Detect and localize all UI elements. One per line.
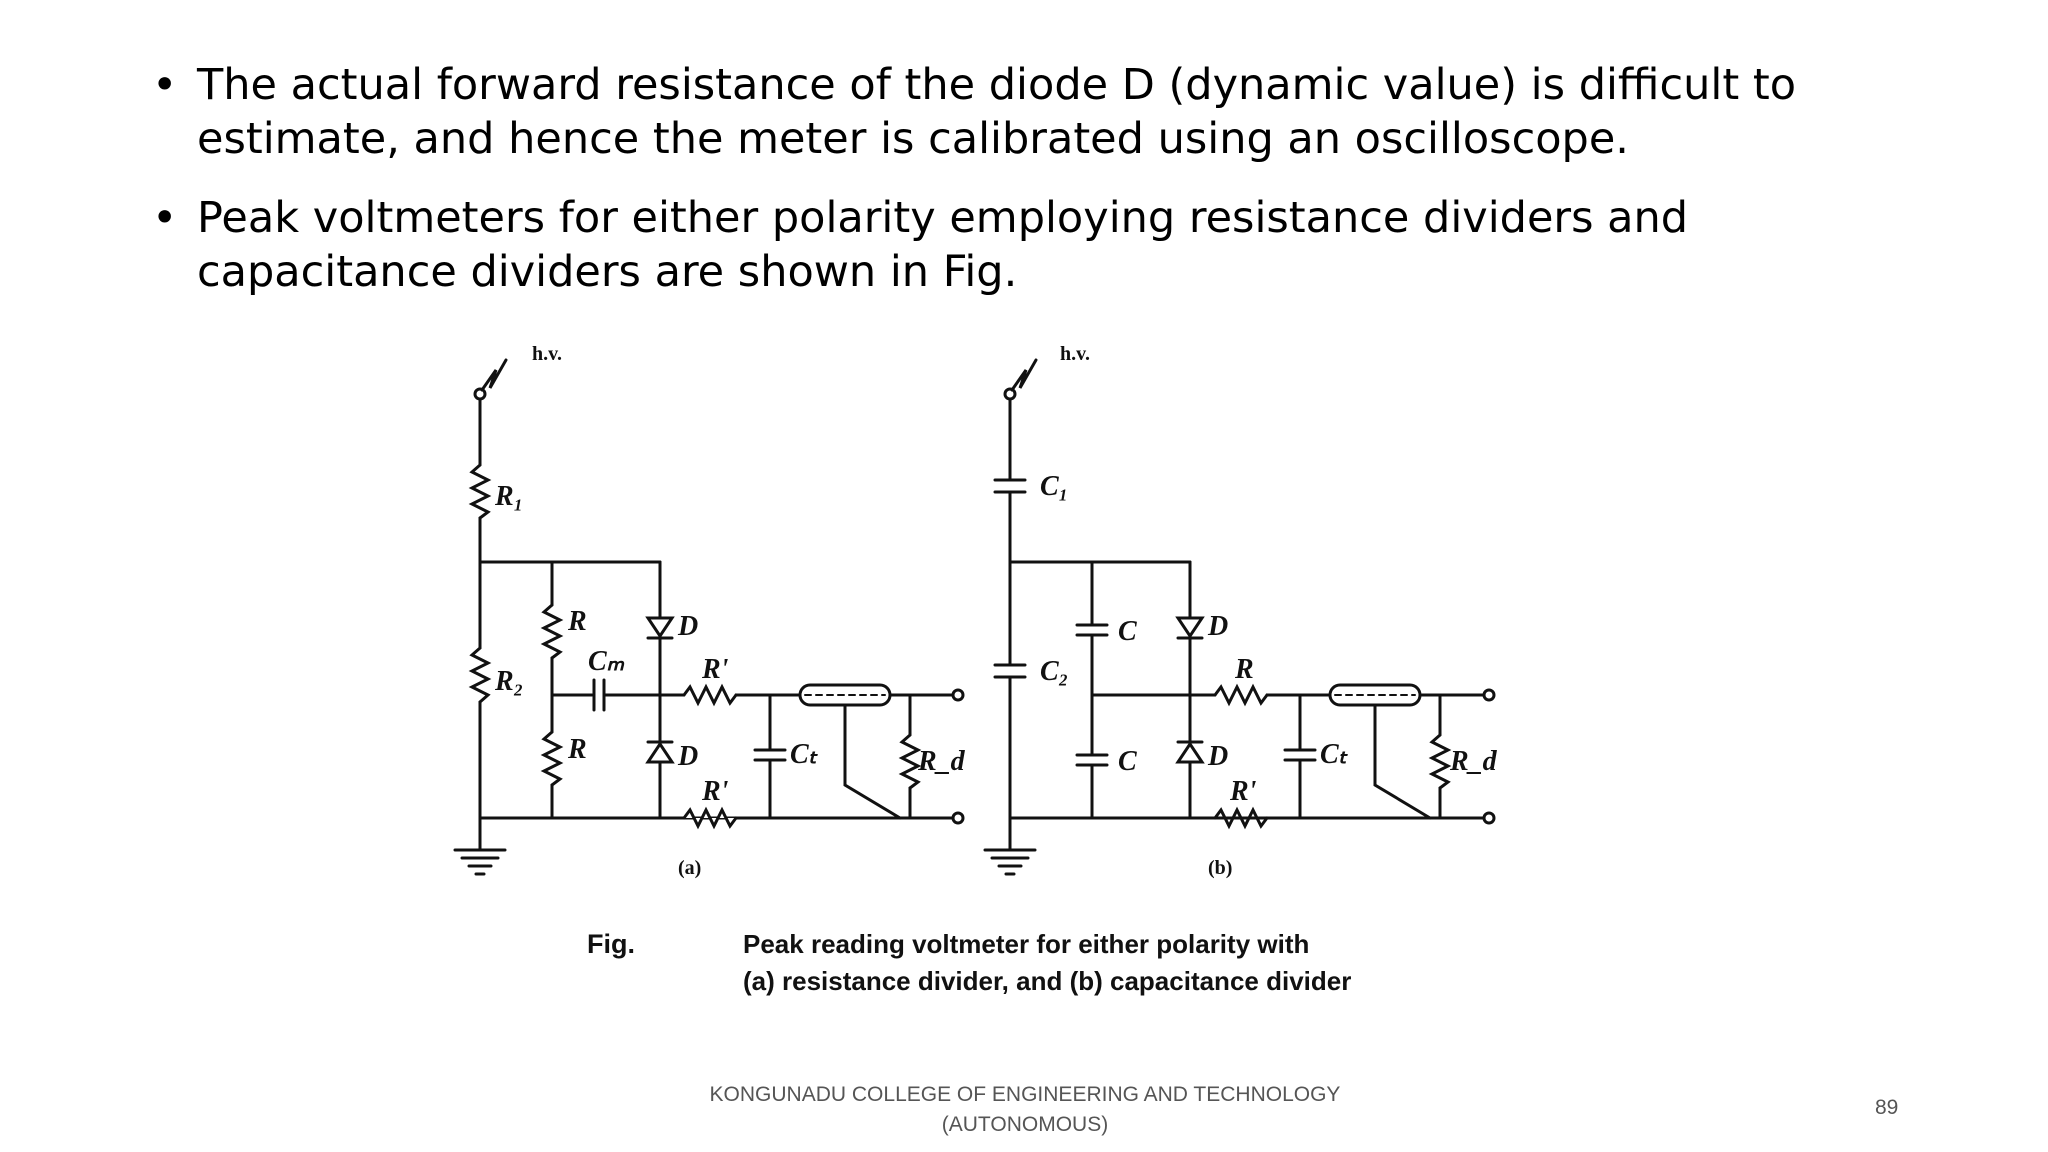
label-r2: R₂: [494, 666, 523, 697]
coax-cable-a: [798, 683, 965, 820]
resistor-r-upper-a: [540, 603, 564, 660]
caption-label: Fig.: [587, 929, 635, 959]
label-rp-upper-a: R': [701, 654, 729, 685]
bullet-item: • Peak voltmeters for either polarity emp…: [152, 191, 1952, 299]
circuit-diagram: h.v. R₁ R₂ R R Cₘ D D: [453, 343, 1498, 996]
diode-d-lower-a: [645, 740, 675, 764]
resistor-r-b: [1213, 683, 1269, 707]
label-cm: Cₘ: [588, 646, 625, 677]
bullet-text: The actual forward resistance of the dio…: [197, 60, 1797, 164]
footer-line-2: (AUTONOMOUS): [941, 1113, 1109, 1136]
label-r-b: R: [1234, 654, 1254, 685]
diode-d-lower-b: [1175, 740, 1205, 764]
ground-symbol-b: [983, 816, 1037, 876]
label-rp-lower-a: R': [701, 776, 729, 807]
label-c-upper-b: C: [1118, 616, 1137, 647]
resistor-rp-lower-b: [1213, 806, 1269, 830]
resistor-rd-b: [1428, 733, 1452, 790]
label-c2: C₂: [1040, 656, 1068, 687]
circuit-a: h.v. R₁ R₂ R R Cₘ D D: [453, 343, 966, 879]
label-ct-b: Cₜ: [1320, 739, 1349, 770]
hv-label-a: h.v.: [532, 343, 562, 365]
page-number: 89: [1875, 1096, 1899, 1119]
resistor-rd-a: [898, 733, 922, 790]
bullet-marker: •: [152, 60, 178, 110]
bullet-item: • The actual forward resistance of the di…: [152, 58, 1952, 166]
label-d-lower-a: D: [677, 741, 698, 772]
label-c-lower-b: C: [1118, 746, 1137, 777]
resistor-r-lower-a: [540, 730, 564, 787]
label-a: (a): [678, 857, 701, 879]
label-rd-a: R_d: [917, 746, 966, 777]
hv-terminal-a: [473, 358, 508, 401]
label-d-lower-b: D: [1207, 741, 1228, 772]
label-ct-a: Cₜ: [790, 739, 819, 770]
ground-symbol-a: [453, 816, 507, 876]
diode-d-upper-a: [645, 616, 675, 640]
footer-line-1: KONGUNADU COLLEGE OF ENGINEERING AND TEC…: [709, 1083, 1341, 1106]
bullet-marker: •: [152, 193, 178, 243]
label-r-upper-a: R: [567, 606, 587, 637]
circuit-figure: h.v. R₁ R₂ R R Cₘ D D: [440, 330, 1520, 1030]
hv-label-b: h.v.: [1060, 343, 1090, 365]
caption-line-1: Peak reading voltmeter for either polari…: [743, 929, 1309, 959]
label-r-lower-a: R: [567, 734, 587, 765]
label-d-upper-a: D: [677, 611, 698, 642]
label-rd-b: R_d: [1449, 746, 1498, 777]
caption-line-2: (a) resistance divider, and (b) capacita…: [743, 966, 1351, 996]
label-b: (b): [1208, 857, 1232, 879]
diode-d-upper-b: [1175, 616, 1205, 640]
circuit-b: h.v. C₁ C₂ C C D D R: [983, 343, 1498, 879]
resistor-rp-lower-a: [682, 806, 738, 830]
hv-terminal-b: [1003, 358, 1038, 401]
label-d-upper-b: D: [1207, 611, 1228, 642]
footer: KONGUNADU COLLEGE OF ENGINEERING AND TEC…: [670, 1080, 1380, 1140]
label-rp-lower-b: R': [1229, 776, 1257, 807]
label-c1: C₁: [1040, 471, 1068, 502]
resistor-r2: [468, 646, 492, 704]
resistor-r1: [468, 463, 492, 520]
label-r1: R₁: [494, 481, 523, 512]
resistor-rp-upper-a: [682, 683, 738, 707]
bullet-list: • The actual forward resistance of the di…: [152, 58, 1952, 324]
coax-cable-b: [1328, 683, 1496, 820]
bullet-text: Peak voltmeters for either polarity empl…: [197, 193, 1689, 297]
